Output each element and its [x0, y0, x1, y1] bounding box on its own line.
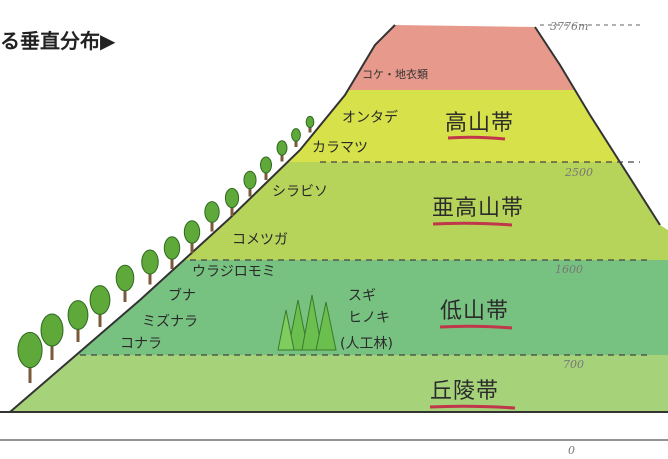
zone-underline	[429, 404, 516, 410]
zone-underline	[447, 135, 506, 141]
zone-label-montane: 低山帯	[440, 299, 509, 324]
tree-crown	[67, 300, 89, 330]
tree-trunk	[248, 186, 252, 197]
tree-crown	[183, 220, 201, 244]
tree-crown	[89, 285, 111, 315]
altitude-label-1600: 1600	[555, 263, 583, 276]
tree-crown	[291, 128, 301, 142]
tree-trunk	[50, 342, 54, 360]
tree-crown	[141, 249, 159, 275]
summit-label: コケ・地衣類	[362, 67, 428, 81]
cedar-tree	[287, 299, 309, 351]
slope-trees	[17, 115, 315, 383]
tree-trunk	[210, 219, 214, 232]
plant-label-sugi: スギ	[348, 288, 376, 304]
cedar-tree	[301, 294, 323, 351]
plant-label-ontade: オンタデ	[342, 109, 398, 126]
altitude-label-700: 700	[563, 358, 584, 371]
tree-crown	[204, 201, 220, 223]
tree-crown	[115, 264, 135, 292]
tree-trunk	[308, 126, 312, 133]
tree-trunk	[76, 325, 80, 342]
tree-trunk	[148, 271, 152, 285]
plant-label-kometsuga: コメツガ	[232, 232, 288, 248]
plant-label-mizunara: ミズナラ	[142, 314, 198, 330]
page-title: る垂直分布▶	[0, 29, 116, 53]
plant-label-buna: ブナ	[168, 287, 196, 304]
plantation-trees	[277, 294, 337, 351]
plant-label-hinoki: ヒノキ	[348, 310, 390, 326]
zone-label-alpine: 高山帯	[445, 111, 514, 136]
mountain-outline	[9, 24, 661, 413]
zone-underline	[439, 324, 513, 330]
plant-label-plantation: (人工林)	[340, 336, 393, 352]
tree-crown	[163, 236, 181, 260]
tree-crown	[305, 115, 315, 129]
zone-underline	[432, 221, 513, 227]
tree-crown	[276, 140, 288, 156]
tree-trunk	[28, 363, 32, 383]
tree-trunk	[230, 205, 234, 216]
altitude-label-0: 0	[568, 444, 575, 457]
altitude-label-summit: 3776m	[550, 20, 588, 33]
cypress-tree	[277, 309, 295, 351]
tree-trunk	[280, 153, 284, 162]
altitude-label-2500: 2500	[564, 166, 593, 179]
tree-trunk	[264, 171, 268, 180]
tree-crown	[17, 331, 43, 369]
zone-label-hill: 丘陵帯	[430, 379, 499, 404]
plant-label-karamatsu: カラマツ	[312, 140, 368, 156]
plant-label-konara: コナラ	[120, 336, 162, 352]
tree-crown	[260, 156, 272, 174]
cypress-tree	[315, 301, 337, 351]
tree-crown	[40, 313, 64, 347]
plant-label-shirabiso: シラビソ	[272, 184, 328, 200]
tree-trunk	[294, 139, 298, 147]
tree-trunk	[190, 240, 194, 253]
tree-trunk	[123, 287, 127, 302]
tree-crown	[243, 170, 257, 190]
tree-trunk	[170, 256, 174, 269]
hill-band	[10, 355, 668, 412]
plant-label-urajiromomi: ウラジロモミ	[192, 264, 276, 280]
zone-bands	[10, 25, 668, 412]
tree-crown	[224, 187, 240, 209]
zone-label-subalpine: 亜高山帯	[432, 196, 524, 221]
tree-trunk	[98, 310, 102, 327]
